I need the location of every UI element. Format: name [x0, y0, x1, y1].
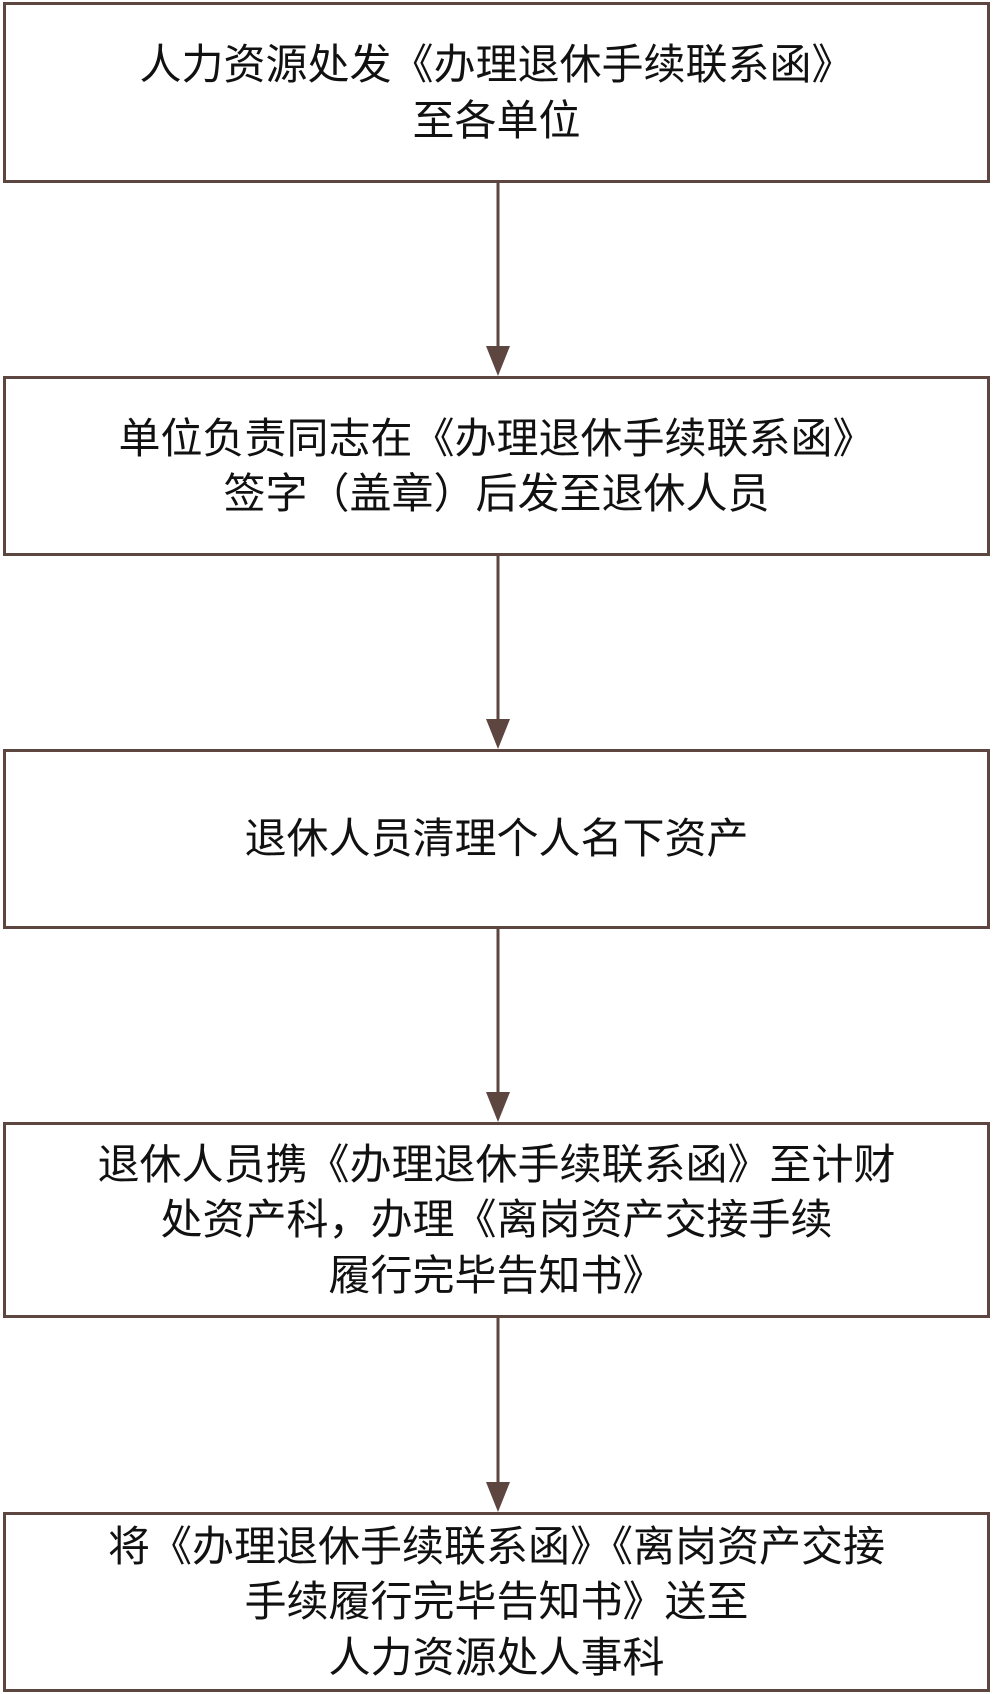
step-clear-personal-assets: 退休人员清理个人名下资产 [3, 749, 990, 929]
step-submit-to-hr-personnel: 将《办理退休手续联系函》《离岗资产交接 手续履行完毕告知书》送至 人力资源处人事… [3, 1512, 990, 1692]
step-asset-handover-at-finance: 退休人员携《办理退休手续联系函》至计财 处资产科，办理《离岗资产交接手续 履行完… [3, 1122, 990, 1318]
step-2-text: 单位负责同志在《办理退休手续联系函》 签字（盖章）后发至退休人员 [118, 413, 875, 518]
step-1-text: 人力资源处发《办理退休手续联系函》 至各单位 [139, 40, 854, 145]
step-unit-sign-and-forward: 单位负责同志在《办理退休手续联系函》 签字（盖章）后发至退休人员 [3, 376, 990, 556]
step-5-text: 将《办理退休手续联系函》《离岗资产交接 手续履行完毕告知书》送至 人力资源处人事… [107, 1521, 885, 1682]
step-4-text: 退休人员携《办理退休手续联系函》至计财 处资产科，办理《离岗资产交接手续 履行完… [97, 1139, 896, 1300]
arrow-3-to-4 [486, 929, 510, 1122]
step-3-text: 退休人员清理个人名下资产 [244, 814, 749, 864]
step-send-retirement-letter: 人力资源处发《办理退休手续联系函》 至各单位 [3, 2, 990, 183]
arrow-4-to-5 [486, 1318, 510, 1512]
arrow-2-to-3 [486, 556, 510, 749]
arrow-1-to-2 [486, 183, 510, 376]
